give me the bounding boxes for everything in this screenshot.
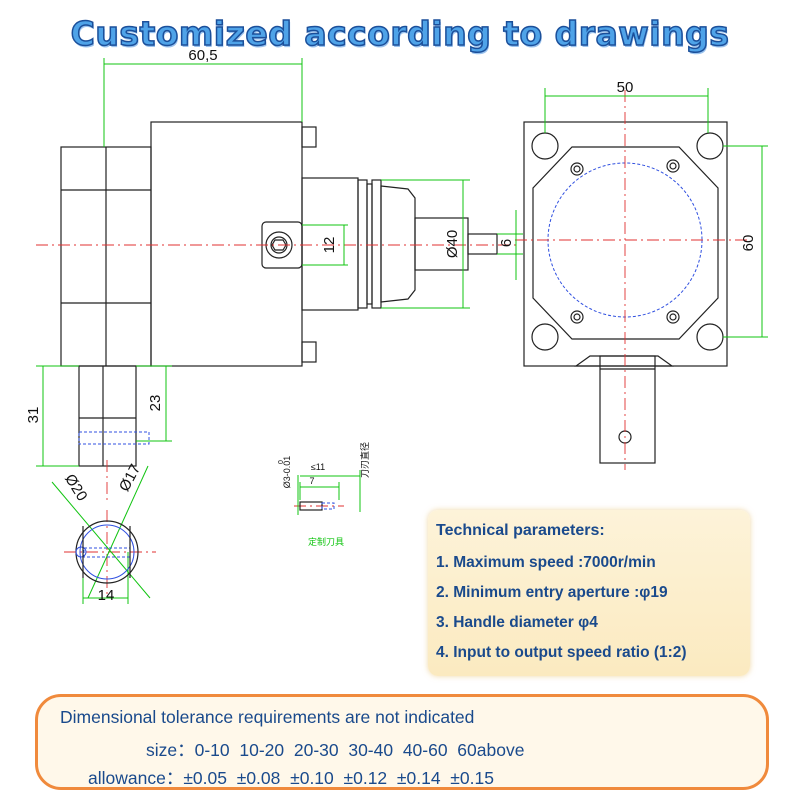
tool-le11: ≤11: [311, 462, 325, 472]
custom-tool-detail: [299, 501, 335, 511]
technical-parameters-panel: Technical parameters: 1. Maximum speed :…: [428, 510, 750, 676]
tolerance-allowance-row: allowance：±0.05 ±0.08 ±0.10 ±0.12 ±0.14 …: [88, 768, 494, 788]
tolerance-size-row: size：0-10 10-20 20-30 30-40 40-60 60abov…: [146, 740, 525, 760]
dim-50: 50: [617, 79, 634, 96]
tool-caption: 定制刀具: [308, 536, 344, 547]
dim-6: 6: [498, 239, 515, 247]
tool-dia-upper: 0: [278, 460, 285, 464]
side-view: [60, 121, 498, 467]
tool-detail-labels: Ø3-0.01 0 ≤11 7 刀刃直径 定制刀具: [278, 442, 370, 547]
dim-14: 14: [98, 587, 115, 604]
dim-12: 12: [321, 237, 338, 254]
shaft-cross-section: [75, 520, 139, 584]
dimension-lines: [36, 58, 768, 604]
tech-line-entry-aperture: 2. Minimum entry aperture :φ19: [436, 584, 668, 601]
page-title: Customized according to drawings: [70, 13, 730, 54]
dim-23: 23: [147, 395, 164, 412]
dim-60: 60: [740, 235, 757, 252]
dim-d40: Ø40: [444, 230, 461, 258]
tool-d7: 7: [309, 476, 314, 486]
dim-d20: Ø20: [61, 471, 90, 504]
tech-line-speed-ratio: 4. Input to output speed ratio (1:2): [436, 644, 687, 661]
tech-title: Technical parameters:: [436, 522, 605, 539]
tech-line-handle-diameter: 3. Handle diameter φ4: [436, 614, 598, 631]
dim-60-5: 60,5: [188, 47, 217, 64]
dim-31: 31: [25, 407, 42, 424]
tech-line-max-speed: 1. Maximum speed :7000r/min: [436, 554, 656, 571]
tolerance-panel: Dimensional tolerance requirements are n…: [35, 694, 769, 790]
top-view: [523, 121, 728, 464]
tool-dia-label: Ø3-0.01: [282, 456, 292, 489]
tolerance-heading: Dimensional tolerance requirements are n…: [60, 707, 475, 727]
tool-blade-dia: 刀刃直径: [359, 442, 370, 478]
